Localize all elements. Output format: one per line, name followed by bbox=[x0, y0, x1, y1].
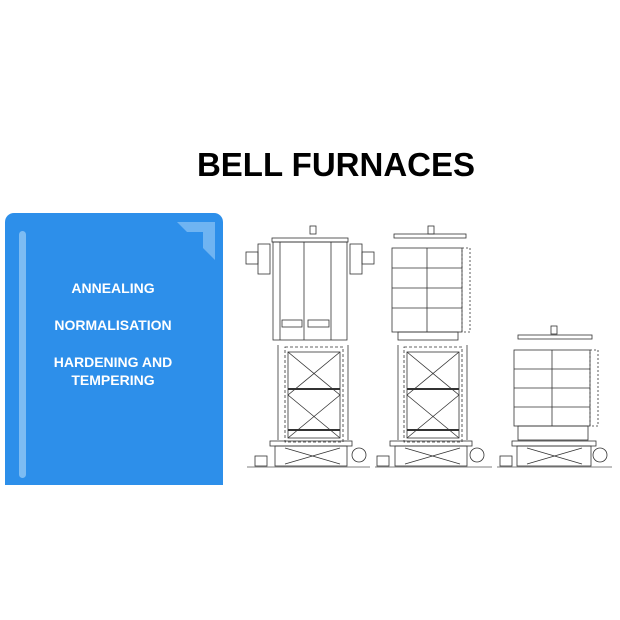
bell-furnace-with-burners-icon bbox=[245, 225, 375, 467]
process-item-annealing: ANNEALING bbox=[71, 280, 155, 296]
process-item-normalisation: NORMALISATION bbox=[54, 317, 172, 333]
bell-furnace-installed-icon bbox=[499, 325, 608, 467]
scrollbar[interactable] bbox=[19, 231, 26, 478]
bell-furnace-with-panels-icon bbox=[376, 225, 485, 467]
process-item-hardening-tempering: HARDENING AND TEMPERING bbox=[53, 354, 173, 388]
process-card: ANNEALING NORMALISATION HARDENING AND TE… bbox=[5, 213, 223, 485]
furnace-drawings bbox=[245, 225, 612, 468]
page-title: BELL FURNACES bbox=[196, 146, 476, 183]
corner-fold-icon bbox=[177, 222, 215, 260]
